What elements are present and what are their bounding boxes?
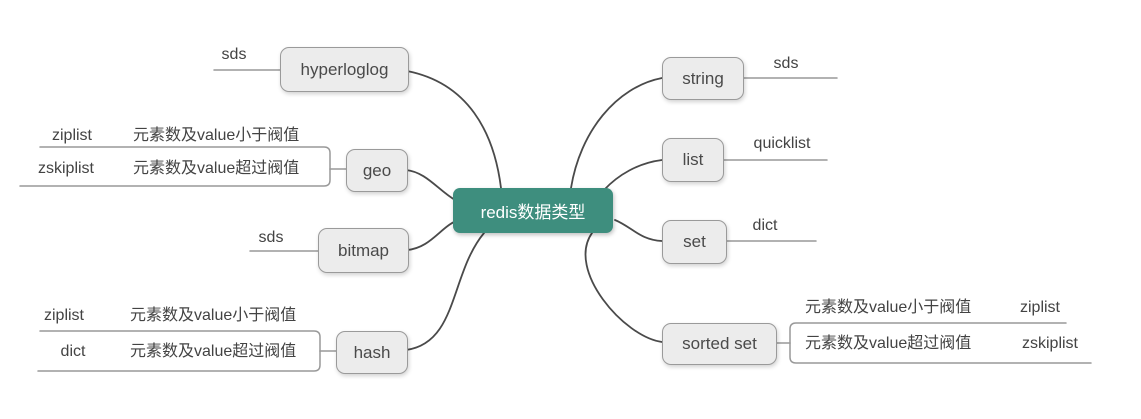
wire-geo-row1 bbox=[39, 146, 331, 170]
node-geo[interactable]: geo bbox=[346, 149, 408, 192]
label-hash-gt-impl[interactable]: dict bbox=[60, 343, 86, 360]
label-sorted-gt-impl[interactable]: zskiplist bbox=[1021, 335, 1079, 352]
node-hyperloglog[interactable]: hyperloglog bbox=[280, 47, 409, 92]
label-hash-lt-impl[interactable]: ziplist bbox=[43, 307, 85, 324]
node-set[interactable]: set bbox=[662, 220, 727, 264]
node-list[interactable]: list bbox=[662, 138, 724, 182]
label-hash-gt[interactable]: 元素数及value超过阀值 bbox=[130, 343, 297, 360]
root-node[interactable]: redis数据类型 bbox=[453, 188, 613, 233]
branch-root-sorted-set bbox=[584, 232, 663, 343]
label-bitmap-sds[interactable]: sds bbox=[258, 229, 284, 246]
label-string-sds[interactable]: sds bbox=[773, 55, 799, 72]
label-sorted-lt-impl[interactable]: ziplist bbox=[1019, 299, 1061, 316]
label-sorted-lt[interactable]: 元素数及value小于阀值 bbox=[805, 299, 972, 316]
label-geo-lt[interactable]: 元素数及value小于阀值 bbox=[133, 127, 300, 144]
branch-root-hash bbox=[405, 232, 485, 351]
label-geo-lt-impl[interactable]: ziplist bbox=[51, 127, 93, 144]
label-list-quicklist[interactable]: quicklist bbox=[753, 135, 811, 152]
label-geo-gt[interactable]: 元素数及value超过阀值 bbox=[133, 160, 300, 177]
branch-root-string bbox=[570, 77, 663, 189]
branch-root-set bbox=[614, 219, 663, 242]
wire-hash-row1 bbox=[39, 330, 321, 352]
wire-hash-row2 bbox=[37, 350, 321, 372]
node-hash[interactable]: hash bbox=[336, 331, 408, 374]
label-hyperloglog-sds[interactable]: sds bbox=[221, 46, 247, 63]
label-geo-gt-impl[interactable]: zskiplist bbox=[37, 160, 95, 177]
wire-sorted-row2 bbox=[789, 342, 1092, 364]
branch-root-bitmap bbox=[406, 220, 457, 251]
branch-root-hyperloglog bbox=[406, 70, 502, 189]
wire-sorted-row1 bbox=[789, 322, 1067, 344]
label-hash-lt[interactable]: 元素数及value小于阀值 bbox=[130, 307, 297, 324]
branch-root-list bbox=[603, 159, 663, 191]
label-sorted-gt[interactable]: 元素数及value超过阀值 bbox=[805, 335, 972, 352]
node-string[interactable]: string bbox=[662, 57, 744, 100]
wire-geo-row2 bbox=[19, 168, 331, 187]
branch-root-geo bbox=[405, 169, 456, 201]
label-set-dict[interactable]: dict bbox=[752, 217, 778, 234]
node-bitmap[interactable]: bitmap bbox=[318, 228, 409, 273]
node-sorted-set[interactable]: sorted set bbox=[662, 323, 777, 365]
